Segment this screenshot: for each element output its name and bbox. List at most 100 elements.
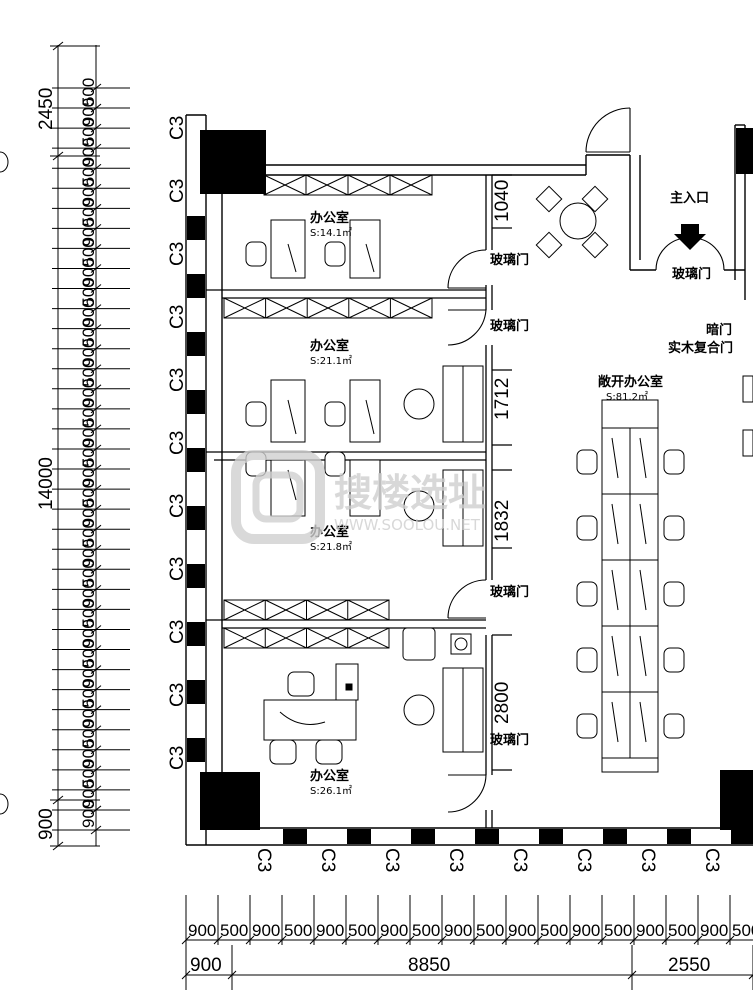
left-dimension-chain — [50, 41, 130, 851]
workstation-footer — [601, 757, 659, 773]
dim-left-small: 500 — [79, 679, 98, 707]
dim-bottom-8850: 8850 — [408, 955, 450, 976]
dim-tick-slash — [90, 524, 102, 534]
workstation-monitor — [611, 503, 619, 545]
dim-tick-slash — [90, 143, 102, 153]
workstation-monitor — [611, 701, 619, 743]
dim-tick-slash — [90, 464, 102, 474]
office1-name: 办公室 — [310, 210, 349, 226]
dim-left-small: 900 — [79, 619, 98, 647]
dim-tick-slash — [629, 935, 639, 945]
cabinet-x — [306, 627, 348, 649]
workstation-monitor — [639, 503, 647, 545]
column-top-right — [736, 128, 753, 174]
door-labels: 玻璃门 玻璃门 玻璃门 玻璃门 玻璃门 主入口 暗门 实木复合门 — [490, 190, 733, 748]
column-bottom-right — [720, 770, 753, 830]
right-wall-fixture-1 — [742, 375, 753, 403]
dim-tick-slash — [405, 935, 415, 945]
window-tag-c3: C3 — [701, 848, 722, 872]
dim-bottom-2550: 2550 — [668, 955, 710, 976]
window-pier — [667, 829, 691, 844]
dim-tick-slash — [341, 935, 351, 945]
office2-name: 办公室 — [310, 338, 349, 354]
dim-bottom-small: 900 — [316, 921, 344, 940]
open-office-area: S:81.2㎡ — [606, 391, 648, 403]
dim-left-small: 900 — [79, 258, 98, 286]
dim-tick-slash — [437, 935, 447, 945]
cabinet-x — [306, 599, 348, 621]
chair — [576, 713, 598, 739]
storage-cabinets — [223, 174, 433, 649]
window-tag-c3: C3 — [167, 305, 188, 329]
open-office-workstations — [576, 399, 685, 773]
edge-arc-bottom — [0, 793, 9, 815]
dim-left-small: 900 — [79, 98, 98, 126]
dim-tick-slash — [90, 504, 102, 514]
bottom-dimension-chain — [181, 895, 753, 990]
chair — [576, 581, 598, 607]
dim-tick-slash — [90, 705, 102, 715]
dim-left-2450: 2450 — [36, 88, 57, 130]
workstation-desk — [601, 493, 631, 561]
dim-tick-slash — [501, 935, 511, 945]
door-label-glass-3: 玻璃门 — [490, 584, 529, 600]
chair — [576, 647, 598, 673]
cabinet-x — [305, 174, 349, 196]
cabinet-x — [347, 599, 390, 621]
dim-bottom-small: 900 — [572, 921, 600, 940]
chair — [576, 515, 598, 541]
window-pier — [283, 829, 307, 844]
dim-bottom-small: 500 — [220, 921, 248, 940]
dim-tick-slash — [90, 444, 102, 454]
dim-tick-slash — [90, 665, 102, 674]
workstation-monitor — [639, 437, 647, 479]
dim-bottom-small: 500 — [412, 921, 440, 940]
dim-tick-slash — [90, 625, 102, 634]
window-tag-c3: C3 — [167, 494, 188, 518]
dim-left-small: 900 — [79, 338, 98, 366]
dim-tick-slash — [90, 344, 102, 354]
dim-left-small: 500 — [79, 519, 98, 547]
dim-inner-1040: 1040 — [492, 180, 513, 222]
workstation-desk — [601, 691, 631, 759]
workstation-monitor — [639, 569, 647, 611]
cabinet-x — [347, 174, 391, 196]
dim-tick-slash — [725, 935, 735, 945]
dim-tick-slash — [90, 424, 102, 434]
window-pier — [731, 829, 753, 844]
main-entrance-arrow-icon — [674, 224, 706, 250]
cabinet-x — [223, 627, 266, 649]
cabinet-x — [223, 297, 266, 319]
cabinet-x — [306, 297, 350, 319]
dim-bottom-small: 500 — [540, 921, 568, 940]
dim-left-small: 900 — [79, 800, 98, 828]
dim-tick-slash — [90, 805, 102, 815]
dim-left-small: 500 — [79, 479, 98, 507]
workstation-desk — [629, 427, 659, 495]
cabinet-x — [389, 174, 433, 196]
dim-bottom-small: 500 — [668, 921, 696, 940]
window-pier — [187, 390, 205, 414]
window-tag-c3: C3 — [167, 431, 188, 455]
dim-tick-slash — [90, 304, 102, 313]
window-tag-c3: C3 — [509, 848, 530, 872]
dim-tick-slash — [533, 935, 543, 945]
door-label-glass-2: 玻璃门 — [490, 318, 529, 334]
door-label-glass-4: 玻璃门 — [490, 732, 529, 748]
workstation-header — [601, 399, 659, 429]
chair — [663, 515, 685, 541]
window-tag-c3: C3 — [167, 116, 188, 140]
dim-left-small: 900 — [79, 378, 98, 406]
hidden-door-label: 暗门 — [706, 322, 732, 338]
dim-tick-slash — [90, 685, 102, 695]
window-tag-c3: C3 — [167, 179, 188, 203]
dim-tick-slash — [469, 935, 479, 945]
dim-inner-2800: 2800 — [492, 682, 513, 724]
watermark: 搜楼选址 WWW.SOOLOU.NET — [231, 450, 486, 544]
dim-tick-slash — [277, 935, 287, 945]
dim-bottom-small: 500 — [604, 921, 632, 940]
dim-tick-slash — [90, 324, 102, 334]
dim-left-small: 900 — [79, 459, 98, 487]
